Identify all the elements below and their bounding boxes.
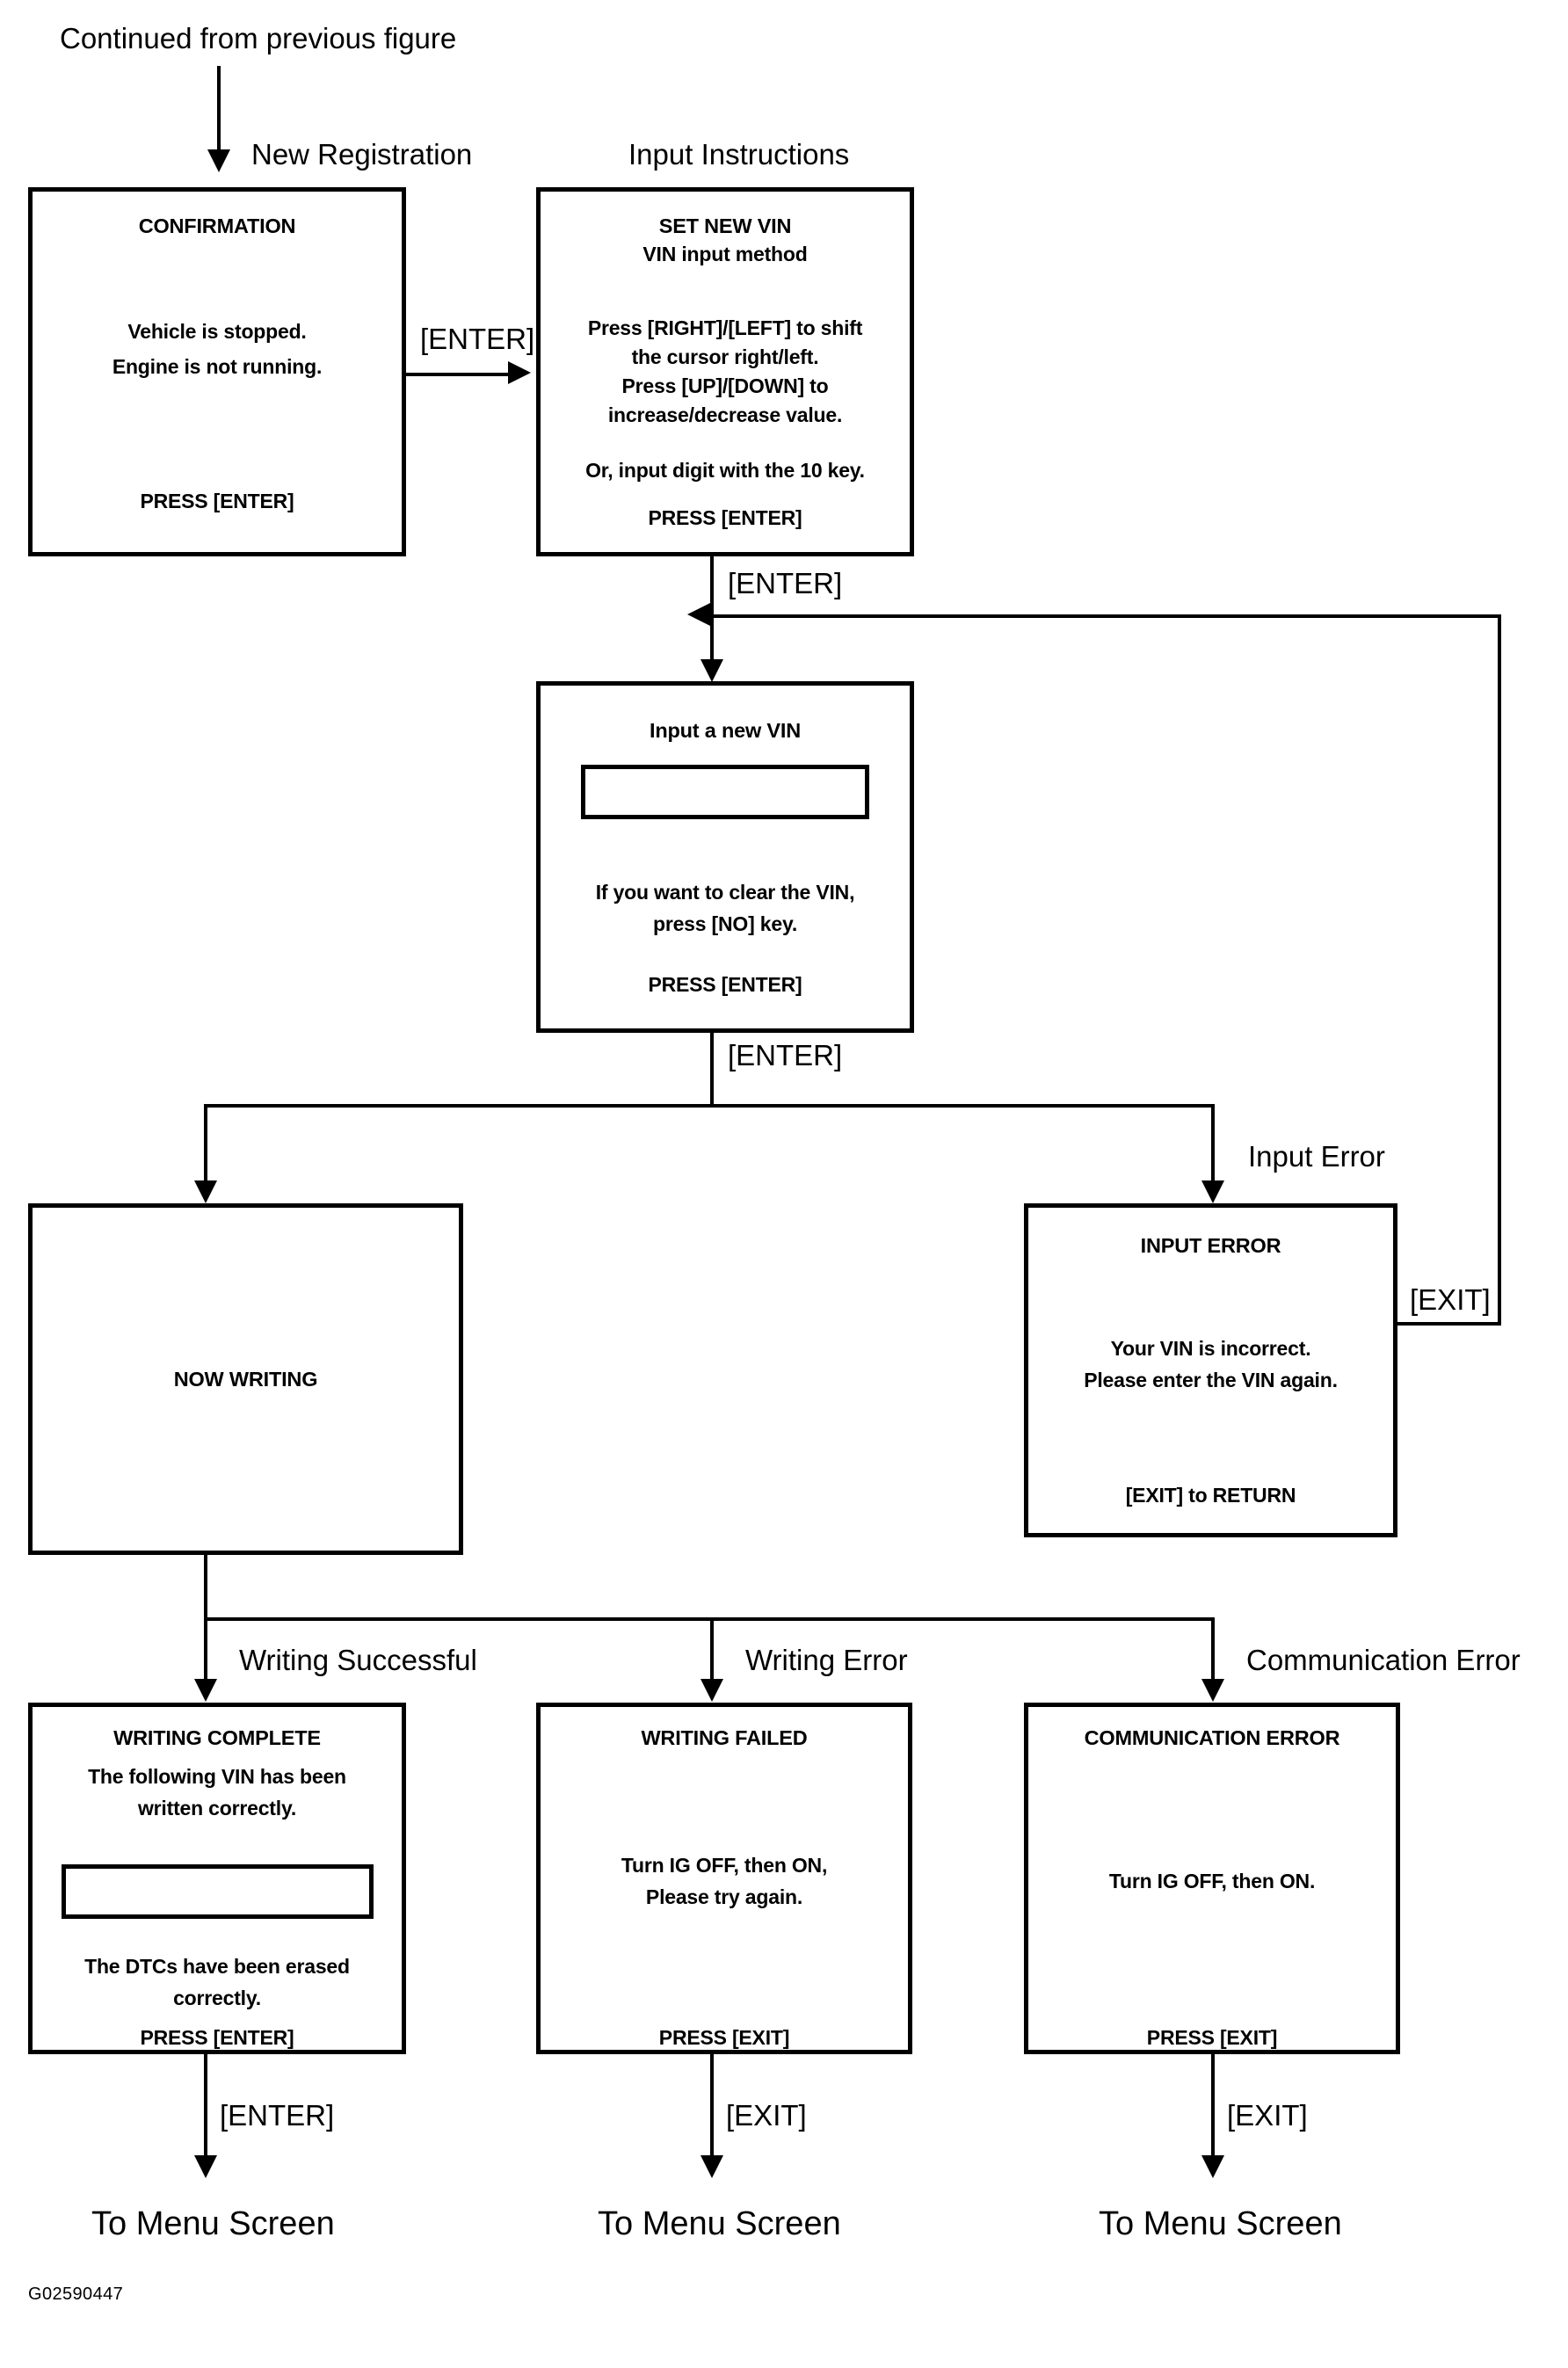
edge-label-exit-failed: [EXIT]: [726, 2099, 807, 2132]
confirmation-title: CONFIRMATION: [138, 214, 296, 237]
input-error-line-1: Your VIN is incorrect.: [1110, 1337, 1311, 1360]
edge-label-writing-error: Writing Error: [745, 1644, 908, 1676]
arrowhead-to-input-error: [1201, 1180, 1224, 1203]
arrowhead-error-return-left: [687, 603, 710, 626]
screen-communication-error: COMMUNICATION ERROR Turn IG OFF, then ON…: [1024, 1703, 1400, 2054]
set-new-vin-line-3: Press [UP]/[DOWN] to: [621, 374, 829, 397]
vin-input-field[interactable]: [581, 765, 869, 819]
connector-result-branch-bar: [204, 1617, 1215, 1621]
arrowhead-complete-to-menu: [194, 2155, 217, 2178]
screen-writing-failed: WRITING FAILED Turn IG OFF, then ON, Ple…: [536, 1703, 912, 2054]
continued-from-previous-figure-label: Continued from previous figure: [60, 22, 457, 54]
screen-writing-complete: WRITING COMPLETE The following VIN has b…: [28, 1703, 406, 2054]
connector-result-right: [1211, 1617, 1215, 1686]
screen-set-new-vin: SET NEW VIN VIN input method Press [RIGH…: [536, 187, 914, 556]
connector-branch-right: [1211, 1104, 1215, 1188]
terminal-to-menu-screen-1: To Menu Screen: [91, 2205, 335, 2242]
writing-complete-line-3: The DTCs have been erased: [84, 1955, 350, 1978]
edge-label-enter-3: [ENTER]: [728, 1039, 843, 1071]
writing-complete-line-2: written correctly.: [137, 1797, 297, 1820]
confirmation-line-2: Engine is not running.: [112, 355, 323, 378]
arrowhead-to-input-new-vin: [701, 659, 723, 682]
edge-label-input-error: Input Error: [1248, 1140, 1385, 1173]
writing-failed-line-1: Turn IG OFF, then ON,: [621, 1854, 828, 1877]
connector-to-input-new-vin: [710, 614, 714, 667]
connector-input-error-to-return: [1397, 1322, 1501, 1326]
confirmation-footer: PRESS [ENTER]: [140, 490, 294, 512]
confirmation-line-1: Vehicle is stopped.: [127, 320, 307, 343]
input-new-vin-footer: PRESS [ENTER]: [648, 973, 802, 996]
arrowhead-to-communication-error: [1201, 1679, 1224, 1702]
writing-complete-title: WRITING COMPLETE: [113, 1726, 321, 1749]
input-error-line-2: Please enter the VIN again.: [1084, 1369, 1338, 1391]
screen-confirmation: CONFIRMATION Vehicle is stopped. Engine …: [28, 187, 406, 556]
set-new-vin-line-1: Press [RIGHT]/[LEFT] to shift: [587, 316, 863, 339]
edge-label-writing-successful: Writing Successful: [239, 1644, 477, 1676]
connector-comm-to-menu: [1211, 2054, 1215, 2164]
communication-error-footer: PRESS [EXIT]: [1146, 2026, 1278, 2049]
connector-complete-to-menu: [204, 2054, 207, 2164]
connector-failed-to-menu: [710, 2054, 714, 2164]
connector-inputvin-down: [710, 1033, 714, 1106]
communication-error-title: COMMUNICATION ERROR: [1084, 1726, 1340, 1749]
connector-branch-left: [204, 1104, 207, 1188]
set-new-vin-line-4: increase/decrease value.: [607, 403, 843, 426]
edge-label-exit-return: [EXIT]: [1410, 1283, 1491, 1316]
set-new-vin-subtitle: VIN input method: [642, 243, 808, 265]
arrowhead-to-writing-failed: [701, 1679, 723, 1702]
set-new-vin-line-5: Or, input digit with the 10 key.: [585, 459, 865, 482]
writing-complete-vin-field: [62, 1864, 374, 1919]
arrowhead-to-writing-complete: [194, 1679, 217, 1702]
arrowhead-failed-to-menu: [701, 2155, 723, 2178]
input-error-footer: [EXIT] to RETURN: [1125, 1484, 1296, 1507]
set-new-vin-line-2: the cursor right/left.: [631, 345, 819, 368]
edge-label-enter-1: [ENTER]: [420, 323, 535, 355]
terminal-to-menu-screen-3: To Menu Screen: [1099, 2205, 1342, 2242]
connector-setvin-down: [710, 556, 714, 618]
connector-error-return-horizontal: [710, 614, 1501, 618]
connector-branch-bar: [204, 1104, 1215, 1108]
figure-code-label: G02590447: [28, 2284, 124, 2304]
terminal-to-menu-screen-2: To Menu Screen: [598, 2205, 841, 2242]
writing-failed-line-2: Please try again.: [645, 1885, 803, 1908]
writing-failed-footer: PRESS [EXIT]: [658, 2026, 790, 2049]
writing-complete-line-4: correctly.: [173, 1987, 261, 2009]
writing-complete-footer: PRESS [ENTER]: [140, 2026, 294, 2049]
connector-start-vertical: [217, 66, 221, 158]
screen-input-new-vin: Input a new VIN If you want to clear the…: [536, 681, 914, 1033]
connector-confirmation-to-setvin: [406, 373, 513, 376]
arrowhead-to-now-writing: [194, 1180, 217, 1203]
set-new-vin-footer: PRESS [ENTER]: [648, 506, 802, 529]
writing-complete-line-1: The following VIN has been: [88, 1765, 346, 1788]
edge-label-communication-error: Communication Error: [1246, 1644, 1521, 1676]
set-new-vin-title: SET NEW VIN: [658, 214, 792, 237]
screen-now-writing: NOW WRITING: [28, 1203, 463, 1555]
edge-label-enter-complete: [ENTER]: [220, 2099, 335, 2132]
edge-label-input-instructions: Input Instructions: [628, 138, 850, 171]
connector-result-left: [204, 1617, 207, 1686]
edge-label-enter-2: [ENTER]: [728, 567, 843, 599]
input-new-vin-title: Input a new VIN: [650, 719, 801, 742]
screen-input-error: INPUT ERROR Your VIN is incorrect. Pleas…: [1024, 1203, 1397, 1537]
writing-failed-title: WRITING FAILED: [641, 1726, 808, 1749]
connector-nowwriting-down: [204, 1555, 207, 1621]
arrowhead-to-set-new-vin: [508, 361, 531, 384]
now-writing-title: NOW WRITING: [173, 1368, 318, 1391]
input-error-title: INPUT ERROR: [1140, 1234, 1281, 1257]
arrowhead-comm-to-menu: [1201, 2155, 1224, 2178]
edge-label-exit-comm: [EXIT]: [1227, 2099, 1308, 2132]
arrowhead-to-confirmation: [207, 149, 230, 172]
input-new-vin-line-2: press [NO] key.: [652, 912, 798, 935]
edge-label-new-registration: New Registration: [251, 138, 473, 171]
input-new-vin-line-1: If you want to clear the VIN,: [595, 881, 855, 904]
connector-error-return-vertical: [1498, 614, 1501, 1322]
connector-result-middle: [710, 1617, 714, 1686]
communication-error-line-1: Turn IG OFF, then ON.: [1108, 1870, 1316, 1892]
